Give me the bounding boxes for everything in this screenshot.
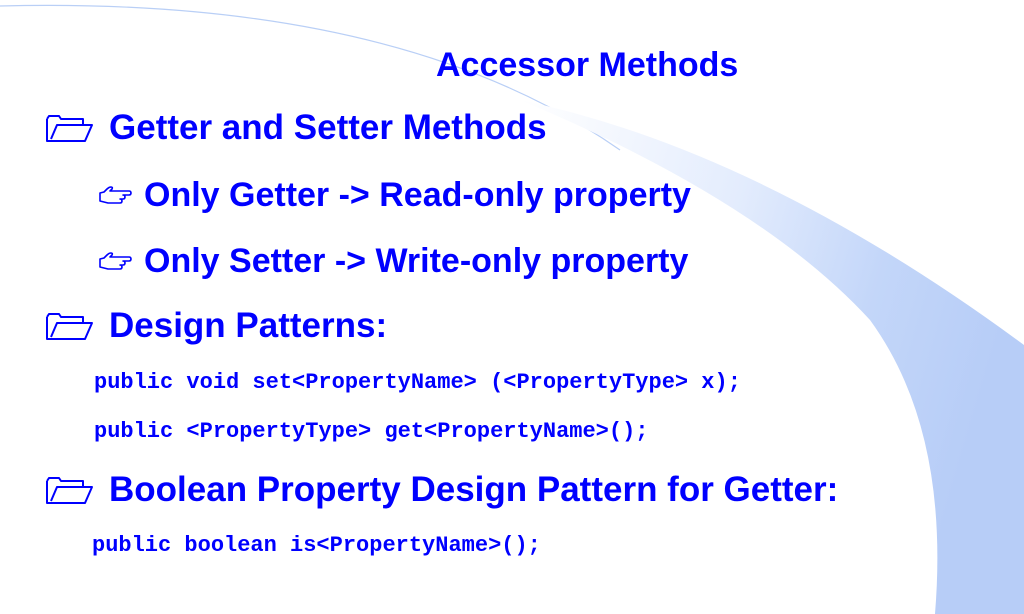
bullet-getter-setter: Getter and Setter Methods xyxy=(45,108,547,148)
sub-bullet-getter-only: Only Getter -> Read-only property xyxy=(98,176,691,215)
pointing-hand-icon xyxy=(99,251,132,270)
folder-icon xyxy=(46,313,93,340)
bullet-text: Getter and Setter Methods xyxy=(109,108,547,147)
pointing-hand-icon xyxy=(99,185,132,204)
folder-icon xyxy=(46,115,93,142)
sub-bullet-text: Only Getter -> Read-only property xyxy=(144,176,691,214)
bullet-boolean-pattern: Boolean Property Design Pattern for Gett… xyxy=(45,470,838,510)
code-line-setter: public void set<PropertyName> (<Property… xyxy=(94,370,741,395)
code-line-getter: public <PropertyType> get<PropertyName>(… xyxy=(94,419,649,444)
folder-icon xyxy=(46,477,93,504)
code-line-boolean-getter: public boolean is<PropertyName>(); xyxy=(92,533,541,558)
sub-bullet-setter-only: Only Setter -> Write-only property xyxy=(98,242,688,281)
slide-title: Accessor Methods xyxy=(436,46,739,84)
bullet-text: Design Patterns: xyxy=(109,306,388,345)
sub-bullet-text: Only Setter -> Write-only property xyxy=(144,242,689,280)
bullet-text: Boolean Property Design Pattern for Gett… xyxy=(109,470,839,509)
bullet-design-patterns: Design Patterns: xyxy=(45,306,387,346)
